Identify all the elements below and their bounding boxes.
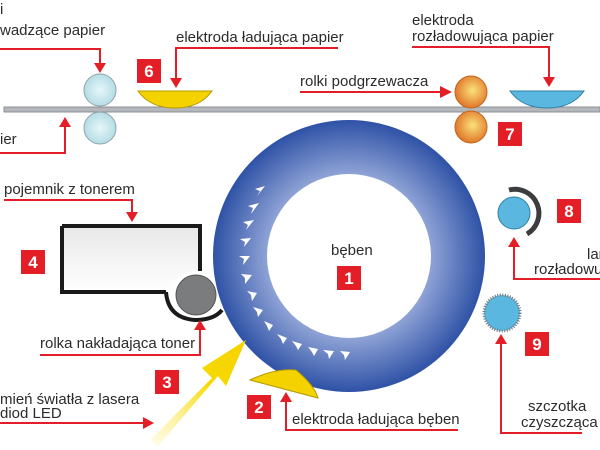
label-drum: bęben: [331, 242, 373, 259]
label-feed-rollers-1: i: [0, 1, 3, 18]
cleaning-brush: [482, 293, 522, 333]
label-laser-1: mień światła z lasera: [0, 391, 140, 408]
badge-toner: 4: [21, 250, 45, 274]
svg-text:2: 2: [254, 398, 263, 417]
paper-discharge-electrode: [509, 90, 585, 109]
badge-lamp: 8: [557, 199, 581, 223]
badge-brush: 9: [525, 332, 549, 356]
label-paper-discharge-2: rozładowująca papier: [412, 28, 554, 45]
svg-text:1: 1: [344, 269, 353, 288]
drum-inner: [267, 174, 431, 338]
fuser-roller-bottom: [454, 110, 488, 144]
label-discharge-lamp-2: rozładowu: [534, 261, 600, 278]
svg-text:9: 9: [532, 335, 541, 354]
label-laser-2: diod LED: [0, 405, 62, 422]
label-paper: ier: [0, 131, 17, 148]
label-cleaning-brush-2: czyszcząca: [521, 414, 598, 431]
laser-beam-arrow: [150, 340, 246, 446]
discharge-lamp: [497, 196, 531, 230]
discharge-lamp-reflector: [508, 186, 542, 237]
label-cleaning-brush-1: szczotka: [528, 398, 587, 415]
badge-fuser: 7: [498, 122, 522, 146]
fuser-roller-top: [454, 75, 488, 109]
svg-text:7: 7: [505, 125, 514, 144]
label-fuser-rollers: rolki podgrzewacza: [300, 73, 429, 90]
svg-text:8: 8: [564, 202, 573, 221]
paper-sheet: [3, 106, 600, 113]
feed-roller-top: [83, 73, 117, 107]
svg-text:6: 6: [144, 62, 153, 81]
badge-paper-electrode: 6: [137, 59, 161, 83]
badge-drum: 1: [337, 266, 361, 290]
label-paper-discharge-1: elektroda: [412, 12, 474, 29]
drum-rotation-arrows: [239, 186, 350, 360]
label-feed-rollers-2: wadzące papier: [0, 22, 105, 39]
feed-roller-bottom: [83, 111, 117, 145]
toner-container: [62, 224, 202, 271]
label-drum-charge-electrode: elektroda ładująca bęben: [292, 411, 460, 428]
label-paper-charge-electrode: elektroda ładująca papier: [176, 29, 344, 46]
toner-roller: [175, 274, 217, 316]
svg-text:4: 4: [28, 253, 38, 272]
svg-text:3: 3: [162, 373, 171, 392]
badge-drum-electrode: 2: [247, 395, 271, 419]
label-discharge-lamp-1: lar: [587, 246, 600, 263]
leader-lines: [0, 46, 600, 434]
label-toner-container: pojemnik z tonerem: [4, 181, 135, 198]
label-toner-roller: rolka nakładająca toner: [40, 335, 195, 352]
badge-laser: 3: [155, 370, 179, 394]
toner-fill: [62, 227, 200, 292]
paper-charge-electrode: [137, 90, 213, 109]
drum-charge-electrode: [248, 369, 319, 399]
